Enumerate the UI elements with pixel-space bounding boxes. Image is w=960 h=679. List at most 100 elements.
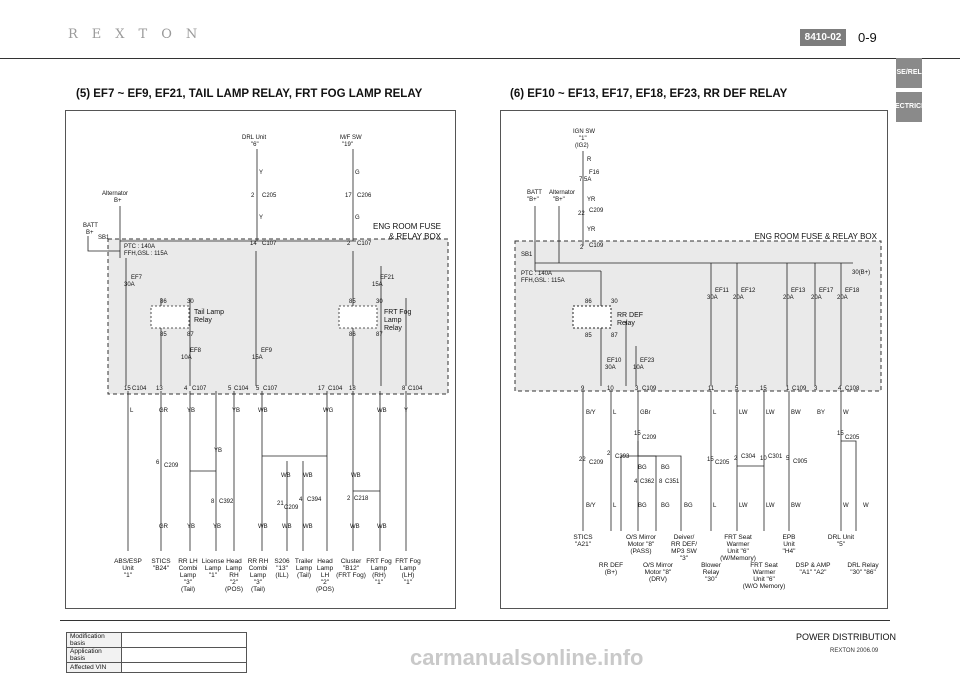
svg-text:"A1" "A2": "A1" "A2" [800, 569, 828, 576]
ign-sw-sub2: (IG2) [575, 143, 589, 149]
eng-room-fuse-relay-box [514, 240, 882, 392]
wire-color: YB [213, 524, 221, 530]
rr-def-relay-label2: Relay [617, 320, 635, 327]
tail-relay-label-2: Relay [194, 317, 212, 324]
wire-y-top: Y [259, 170, 263, 176]
fog-pin-86: 86 [349, 332, 356, 338]
wire-r: R [587, 157, 592, 163]
svg-text:"3": "3" [680, 555, 689, 562]
svg-text:RH: RH [229, 572, 239, 579]
svg-text:(LH): (LH) [402, 572, 415, 579]
conn-c107-b: C107 [357, 241, 372, 247]
svg-text:Unit "6": Unit "6" [727, 548, 749, 555]
svg-text:O/S Mirror: O/S Mirror [626, 534, 657, 541]
fuse-ef17-name: EF17 [819, 288, 834, 294]
splice-conn: C218 [354, 496, 369, 502]
svg-text:"3": "3" [254, 579, 263, 586]
svg-text:(B+): (B+) [605, 569, 617, 576]
side-tab-electricity[interactable]: ELECTRICITY [886, 92, 932, 122]
wire-y-mid: Y [259, 215, 263, 221]
watermark: carmanualsonline.info [410, 645, 644, 670]
fuse-ef9-rating: 15A [252, 355, 263, 361]
wire-color: B/Y [586, 410, 596, 416]
conn-c206: C206 [357, 193, 372, 199]
bconn-pin: 5 [228, 386, 232, 392]
row-label: Application basis [66, 647, 122, 663]
box-title-line1: ENG ROOM FUSE [373, 222, 441, 231]
svg-text:Lamp: Lamp [371, 565, 388, 572]
svg-text:(ILL): (ILL) [275, 572, 288, 579]
fuse-ef17-rating: 20A [811, 295, 822, 301]
page-number: 0-9 [858, 30, 877, 45]
load-os-mirror-drv: O/S Mirror Motor "8" (DRV) [643, 562, 674, 583]
wire-colors-lower: GR YB YB WB WB WB WB WB [159, 524, 387, 530]
splice-conn: C905 [793, 459, 808, 465]
batt-label: BATT [527, 190, 542, 196]
svg-text:"3": "3" [184, 579, 193, 586]
ign-sw-label: IGN SW [573, 129, 595, 135]
wire-color: LW [739, 503, 748, 509]
splice-conn: C392 [219, 499, 234, 505]
wire-color: BW [791, 503, 801, 509]
fuse-ef10-rating: 30A [605, 365, 616, 371]
wire-colors-upper: L GR YB YB WB WG WB Y [130, 408, 408, 414]
svg-text:EPB: EPB [782, 534, 795, 541]
wire-yr-1: YR [587, 197, 596, 203]
fuse-ef21-rating: 15A [372, 282, 383, 288]
splice-pin: 21 [277, 501, 284, 507]
svg-text:O/S Mirror: O/S Mirror [643, 562, 674, 569]
svg-text:(DRV): (DRV) [649, 576, 667, 583]
wire-color: YB [187, 524, 195, 530]
bconn-pin: 4 [838, 386, 842, 392]
bconn-pin: 17 [318, 386, 325, 392]
rr-def-pin-85: 85 [585, 333, 592, 339]
mf-sw-label: M/F SW [340, 135, 362, 141]
mid-wire: BG [638, 465, 647, 471]
side-tab-fuse-relay[interactable]: FUSE/RELAY [887, 58, 931, 88]
splice-pin: 15 [707, 457, 714, 463]
bconn-name: C104 [234, 386, 249, 392]
wire-color: WB [377, 408, 387, 414]
right-splices: 22 C209 2 C393 15 C209 4 C362 8 C351 15 … [579, 431, 860, 485]
wire-color: W [843, 503, 849, 509]
svg-text:(Tail): (Tail) [181, 586, 195, 593]
wire-color: GR [159, 408, 169, 414]
svg-text:(PASS): (PASS) [630, 548, 651, 555]
fuse-ef13-name: EF13 [791, 288, 806, 294]
modification-table: Modification basis Application basis Aff… [66, 632, 247, 673]
wire-color: LW [739, 410, 748, 416]
brand-logo: REXTON [68, 27, 212, 42]
tail-pin-87: 87 [187, 332, 194, 338]
conn-c109: C109 [589, 243, 604, 249]
svg-text:Lamp: Lamp [250, 572, 267, 579]
svg-text:Lamp: Lamp [205, 565, 222, 572]
svg-text:Lamp: Lamp [226, 565, 243, 572]
fog-relay-label-3: Relay [384, 325, 402, 332]
section-code-badge: 8410-02 [800, 29, 846, 46]
wire-color: WB [350, 524, 360, 530]
mid-wire: WB [281, 473, 291, 479]
load-frt-fog-lamp-lh: FRT Fog Lamp (LH) "1" [395, 558, 421, 586]
table-row: Application basis [66, 647, 247, 663]
fuse-ef8-name: EF8 [190, 348, 202, 354]
bconn-name: C109 [642, 386, 657, 392]
svg-text:(W/O Memory): (W/O Memory) [743, 583, 786, 590]
ptc-line2: FFH,GSL : 115A [521, 278, 565, 284]
fuse-ef7-rating: 30A [124, 282, 135, 288]
batt-label: BATT [83, 223, 98, 229]
rr-def-pin-86: 86 [585, 299, 592, 305]
load-frt-fog-lamp-rh: FRT Fog Lamp (RH) "1" [366, 558, 392, 586]
splice-pin: 10 [760, 456, 767, 462]
svg-text:Warmer: Warmer [753, 569, 777, 576]
rr-def-pin-30: 30 [611, 299, 618, 305]
splice-conn: C393 [615, 454, 630, 460]
load-rr-lh-combi-lamp: RR LH Combi Lamp "3" (Tail) [178, 558, 198, 593]
batt-sub: B+ [86, 230, 94, 236]
splice-pin: 2 [734, 456, 738, 462]
ptc-line1: PTC : 140A [124, 244, 155, 250]
splice-pin: 5 [786, 456, 790, 462]
svg-text:"2": "2" [230, 579, 239, 586]
wire-color: L [613, 410, 617, 416]
svg-text:DSP & AMP: DSP & AMP [796, 562, 831, 569]
svg-text:Motor "8": Motor "8" [628, 541, 655, 548]
